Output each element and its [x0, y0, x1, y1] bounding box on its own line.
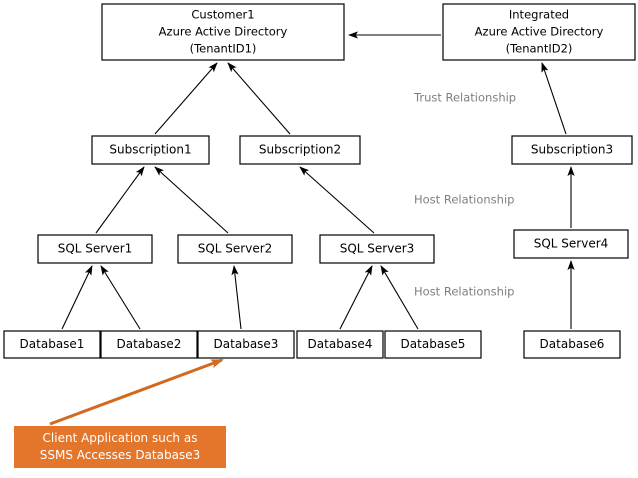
node-box-database5 — [384, 330, 482, 359]
node-sqlserver4[interactable]: SQL Server4 — [513, 229, 629, 259]
node-label-database3-line0: Database3 — [214, 337, 279, 351]
node-subscription3[interactable]: Subscription3 — [511, 135, 633, 165]
node-box-tenant1 — [101, 3, 345, 61]
node-label-sqlserver4-line0: SQL Server4 — [534, 237, 609, 251]
edge-sqlserver3-to-subscription2 — [299, 166, 375, 234]
node-database6[interactable]: Database6 — [523, 330, 621, 359]
node-subscription2[interactable]: Subscription2 — [239, 135, 361, 165]
node-label-subscription2-line0: Subscription2 — [259, 143, 341, 157]
edge-subscription2-to-tenant1 — [227, 62, 291, 135]
node-box-sqlserver1 — [37, 234, 153, 264]
node-label-database6-line0: Database6 — [540, 337, 605, 351]
edge-sqlserver2-to-subscription1 — [154, 166, 229, 234]
edge-database4-to-sqlserver3 — [339, 265, 373, 330]
node-label-database4-line0: Database4 — [308, 337, 373, 351]
node-database2[interactable]: Database2 — [100, 330, 198, 359]
node-database5[interactable]: Database5 — [384, 330, 482, 359]
callout-box[interactable] — [14, 426, 226, 468]
node-database1[interactable]: Database1 — [3, 330, 101, 359]
node-label-tenant1-line0: Customer1 — [191, 8, 254, 22]
node-label-tenant2-line2: (TenantID2) — [506, 42, 573, 56]
node-label-tenant2-line1: Azure Active Directory — [475, 25, 604, 39]
callout-text-line1: SSMS Accesses Database3 — [40, 448, 200, 462]
edge-subscription3-to-tenant2 — [541, 62, 567, 135]
node-box-database6 — [523, 330, 621, 359]
label-host-relationship-server: Host Relationship — [414, 285, 514, 299]
callout-arrow — [49, 358, 224, 426]
node-label-subscription1-line0: Subscription1 — [109, 143, 191, 157]
node-box-sqlserver4 — [513, 229, 629, 259]
node-sqlserver1[interactable]: SQL Server1 — [37, 234, 153, 264]
edge-sqlserver1-to-subscription1 — [95, 166, 145, 234]
node-label-tenant1-line2: (TenantID1) — [190, 42, 257, 56]
callout-layer: Client Application such as SSMS Accesses … — [14, 358, 226, 468]
node-box-tenant2 — [442, 3, 636, 61]
node-label-database2-line0: Database2 — [117, 337, 182, 351]
node-box-subscription3 — [511, 135, 633, 165]
node-box-database4 — [296, 330, 384, 359]
node-label-database1-line0: Database1 — [20, 337, 85, 351]
node-label-tenant2-line0: Integrated — [509, 8, 569, 22]
edge-database3-to-sqlserver2 — [231, 265, 242, 330]
node-box-subscription1 — [91, 135, 210, 165]
label-host-relationship-subscription: Host Relationship — [414, 193, 514, 207]
edges-layer — [61, 31, 575, 330]
node-sqlserver3[interactable]: SQL Server3 — [319, 234, 435, 264]
label-trust-relationship: Trust Relationship — [413, 91, 516, 105]
node-label-database5-line0: Database5 — [401, 337, 466, 351]
node-label-sqlserver2-line0: SQL Server2 — [198, 242, 273, 256]
node-box-sqlserver2 — [177, 234, 293, 264]
node-label-sqlserver3-line0: SQL Server3 — [340, 242, 415, 256]
node-label-tenant1-line1: Azure Active Directory — [159, 25, 288, 39]
node-subscription1[interactable]: Subscription1 — [91, 135, 210, 165]
node-label-subscription3-line0: Subscription3 — [531, 143, 613, 157]
edge-database1-to-sqlserver1 — [61, 265, 93, 330]
node-box-sqlserver3 — [319, 234, 435, 264]
edge-subscription1-to-tenant1 — [154, 62, 218, 135]
node-database3[interactable]: Database3 — [197, 330, 295, 359]
node-box-database2 — [100, 330, 198, 359]
node-database4[interactable]: Database4 — [296, 330, 384, 359]
node-box-subscription2 — [239, 135, 361, 165]
edge-database2-to-sqlserver1 — [100, 265, 141, 330]
callout-text-line0: Client Application such as — [43, 431, 198, 445]
node-box-database3 — [197, 330, 295, 359]
edge-database5-to-sqlserver3 — [380, 265, 419, 330]
node-label-sqlserver1-line0: SQL Server1 — [58, 242, 133, 256]
node-sqlserver2[interactable]: SQL Server2 — [177, 234, 293, 264]
node-box-database1 — [3, 330, 101, 359]
